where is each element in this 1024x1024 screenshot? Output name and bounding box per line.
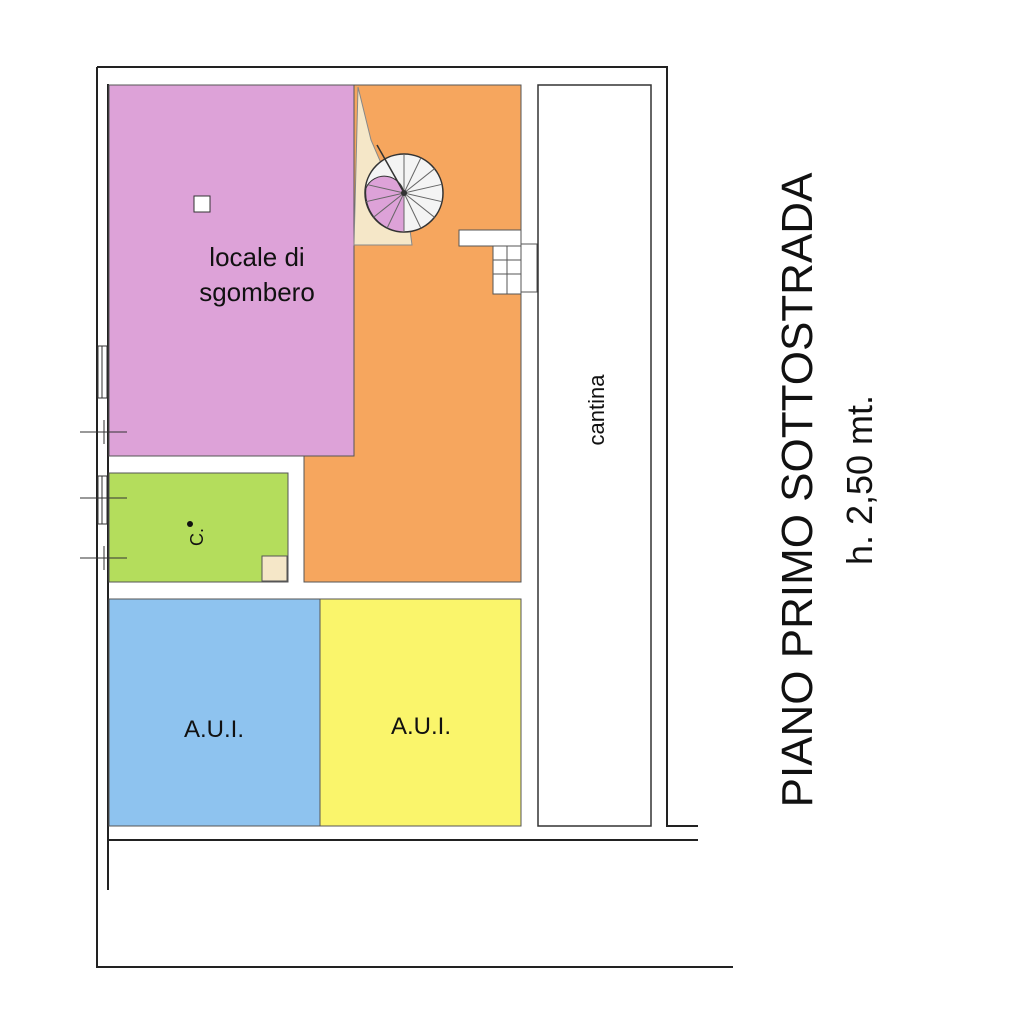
outer-wall-main [97, 66, 698, 827]
cellar-label: cantina [584, 374, 609, 446]
plan-height-note: h. 2,50 mt. [839, 395, 880, 565]
aui-left-label: A.U.I. [184, 716, 244, 743]
aui-room-left [108, 598, 321, 827]
storage-room-label: sgombero [199, 277, 315, 307]
spiral-stair-landing [365, 175, 405, 233]
bathroom-shaft [261, 555, 288, 582]
storage-room [108, 84, 355, 457]
stair-tread [403, 192, 422, 229]
outer-wall-left [96, 67, 733, 968]
cellar-room [537, 84, 652, 827]
entry-step [520, 243, 538, 293]
storage-pillar [193, 195, 211, 213]
stair-tread [386, 192, 405, 229]
storage-room-label: locale di [209, 242, 304, 272]
wall-openings [80, 345, 127, 570]
aui-right-label: A.U.I. [391, 713, 451, 740]
entry-step [458, 229, 522, 247]
stair-tread [365, 183, 405, 194]
plan-title: PIANO PRIMO SOTTOSTRADA [773, 172, 822, 807]
street-wall [107, 839, 698, 890]
stair-center-post [401, 190, 407, 196]
stair-tread [373, 192, 405, 218]
stair-tread [403, 168, 435, 194]
stair-tread [403, 192, 435, 218]
bathroom-label: C. [187, 528, 207, 546]
stair-tread [403, 183, 443, 194]
entry-steps [458, 229, 538, 295]
stair-tread [365, 192, 405, 203]
stair-tread [403, 157, 422, 194]
bathroom-dot [187, 521, 193, 527]
bathroom [108, 472, 289, 583]
stair-arrow-line [376, 144, 404, 192]
stair-tread [403, 192, 443, 203]
aui-room-right [319, 598, 522, 827]
outer-walls [96, 66, 733, 968]
spiral-staircase [364, 144, 444, 233]
